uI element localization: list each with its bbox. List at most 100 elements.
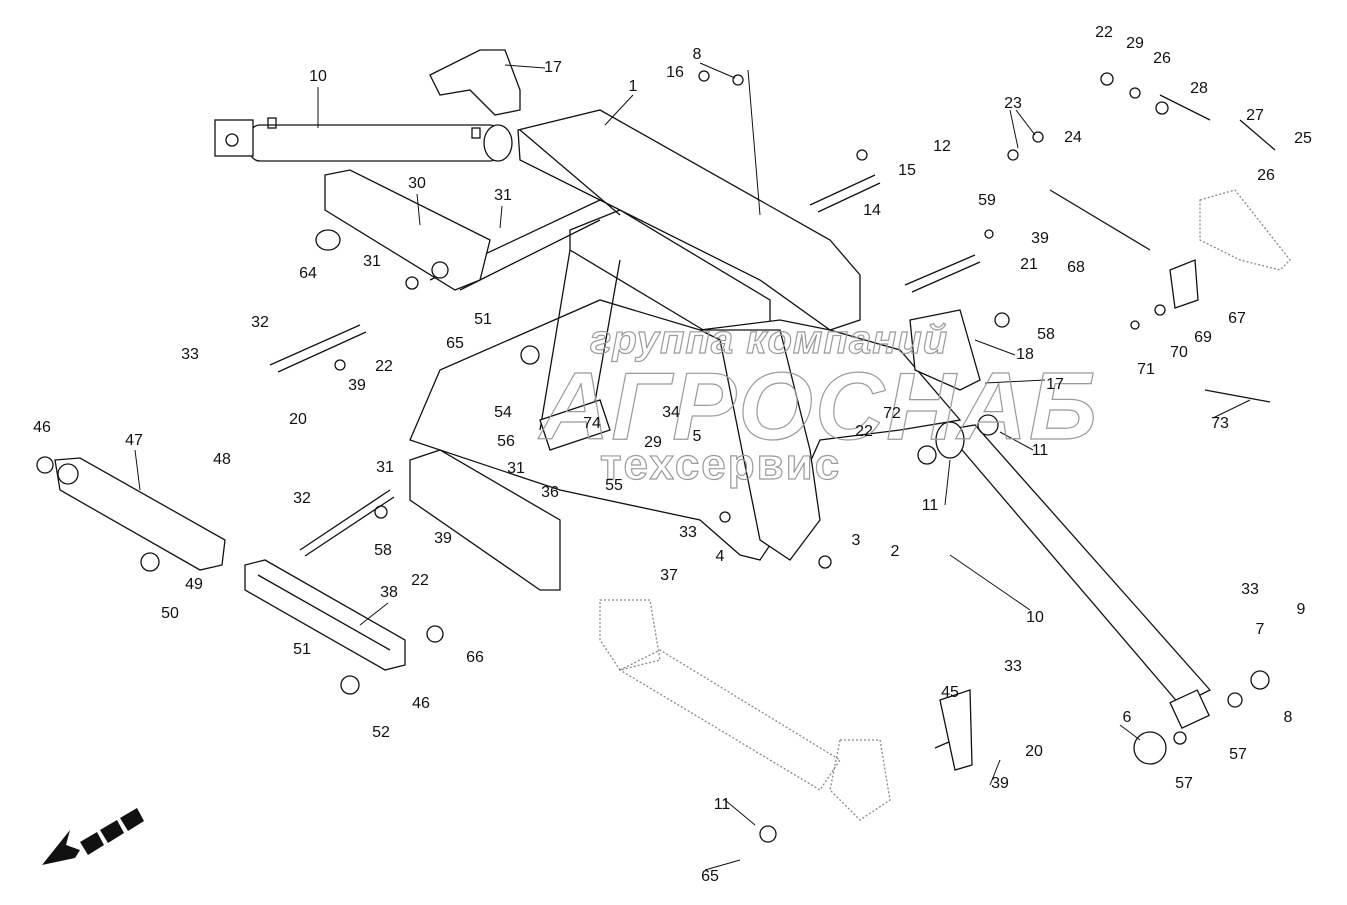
callout-number[interactable]: 23 [1004,95,1022,112]
callout-number[interactable]: 17 [544,59,562,76]
callout-number[interactable]: 21 [1020,256,1038,273]
washers [36,70,1270,843]
callout-number[interactable]: 68 [1067,259,1085,276]
callout-number[interactable]: 34 [662,404,680,421]
callout-number[interactable]: 65 [446,335,464,352]
hydraulic-cylinder-top [214,117,513,162]
callout-number[interactable]: 33 [1004,658,1022,675]
callout-number[interactable]: 6 [1122,709,1132,726]
callout-number[interactable]: 31 [494,187,512,204]
callout-number[interactable]: 32 [293,490,311,507]
callout-number[interactable]: 29 [1126,35,1144,52]
callout-number[interactable]: 22 [375,358,393,375]
callout-number[interactable]: 2 [890,543,900,560]
callout-number[interactable]: 39 [348,377,366,394]
callout-number[interactable]: 51 [293,641,311,658]
callout-number[interactable]: 10 [309,68,327,85]
callout-number[interactable]: 3 [851,532,861,549]
callout-number[interactable]: 58 [1037,326,1055,343]
callout-number[interactable]: 33 [679,524,697,541]
callout-number[interactable]: 4 [715,548,725,565]
callout-number[interactable]: 22 [855,423,873,440]
callout-number[interactable]: 31 [363,253,381,270]
callout-number[interactable]: 55 [605,477,623,494]
arrow-down-left-icon [42,808,144,865]
callout-number[interactable]: 29 [644,434,662,451]
callout-number[interactable]: 56 [497,433,515,450]
callout-number[interactable]: 20 [1025,743,1043,760]
callout-number[interactable]: 33 [181,346,199,363]
callout-number[interactable]: 59 [978,192,996,209]
callout-number[interactable]: 48 [213,451,231,468]
bracket-top [429,49,521,116]
callout-number[interactable]: 50 [161,605,179,622]
callout-number[interactable]: 39 [991,775,1009,792]
callout-number[interactable]: 20 [289,411,307,428]
callout-number[interactable]: 12 [933,138,951,155]
callout-number[interactable]: 67 [1228,310,1246,327]
slotted-link [244,559,406,671]
callout-number[interactable]: 8 [1283,709,1293,726]
callout-number[interactable]: 9 [1296,601,1306,618]
callout-number[interactable]: 58 [374,542,392,559]
callout-number[interactable]: 30 [408,175,426,192]
link-bar [54,457,226,571]
callout-number[interactable]: 11 [921,497,939,514]
callout-number[interactable]: 31 [376,459,394,476]
callout-number[interactable]: 18 [1016,346,1034,363]
callout-number[interactable]: 1 [628,78,638,95]
callout-number[interactable]: 49 [185,576,203,593]
callout-number[interactable]: 46 [412,695,430,712]
leader-lines [134,62,1251,871]
callout-number[interactable]: 11 [1031,442,1049,459]
callout-number[interactable]: 7 [1255,621,1265,638]
callout-number[interactable]: 32 [251,314,269,331]
callout-number[interactable]: 33 [1241,581,1259,598]
hydraulic-cylinder-long [935,421,1212,729]
callout-number[interactable]: 26 [1257,167,1275,184]
callout-number[interactable]: 64 [299,265,317,282]
callout-number[interactable]: 26 [1153,50,1171,67]
callout-number[interactable]: 51 [474,311,492,328]
callout-number[interactable]: 54 [494,404,512,421]
callout-number[interactable]: 36 [541,484,559,501]
callout-number[interactable]: 46 [33,419,51,436]
callout-number[interactable]: 31 [507,460,525,477]
arm-upper [324,169,491,291]
callout-number[interactable]: 72 [883,405,901,422]
callout-number[interactable]: 73 [1211,415,1229,432]
callout-number[interactable]: 28 [1190,80,1208,97]
callout-number[interactable]: 74 [583,415,601,432]
callout-number[interactable]: 11 [713,796,731,813]
callout-number[interactable]: 22 [411,572,429,589]
callout-number[interactable]: 47 [125,432,143,449]
arm-lower [409,449,561,591]
callout-number[interactable]: 39 [434,530,452,547]
callout-number[interactable]: 5 [692,428,702,445]
callout-number[interactable]: 14 [863,202,881,219]
callout-number[interactable]: 8 [692,46,702,63]
callout-number[interactable]: 69 [1194,329,1212,346]
callout-number[interactable]: 70 [1170,344,1188,361]
callout-number[interactable]: 17 [1046,376,1064,393]
callout-number[interactable]: 38 [380,584,398,601]
callout-number[interactable]: 71 [1137,361,1155,378]
callout-number[interactable]: 57 [1229,746,1247,763]
callout-number[interactable]: 66 [466,649,484,666]
pins [269,94,1291,771]
callout-number[interactable]: 27 [1246,107,1264,124]
callout-number[interactable]: 25 [1294,130,1312,147]
callout-number[interactable]: 24 [1064,129,1082,146]
callout-number[interactable]: 52 [372,724,390,741]
callout-number[interactable]: 15 [898,162,916,179]
callout-number[interactable]: 65 [701,868,719,885]
callout-number[interactable]: 37 [660,567,678,584]
callout-number[interactable]: 57 [1175,775,1193,792]
callout-number[interactable]: 45 [941,684,959,701]
callout-number[interactable]: 10 [1026,609,1044,626]
callout-number[interactable]: 16 [666,64,684,81]
callout-number[interactable]: 22 [1095,24,1113,41]
callout-number[interactable]: 39 [1031,230,1049,247]
